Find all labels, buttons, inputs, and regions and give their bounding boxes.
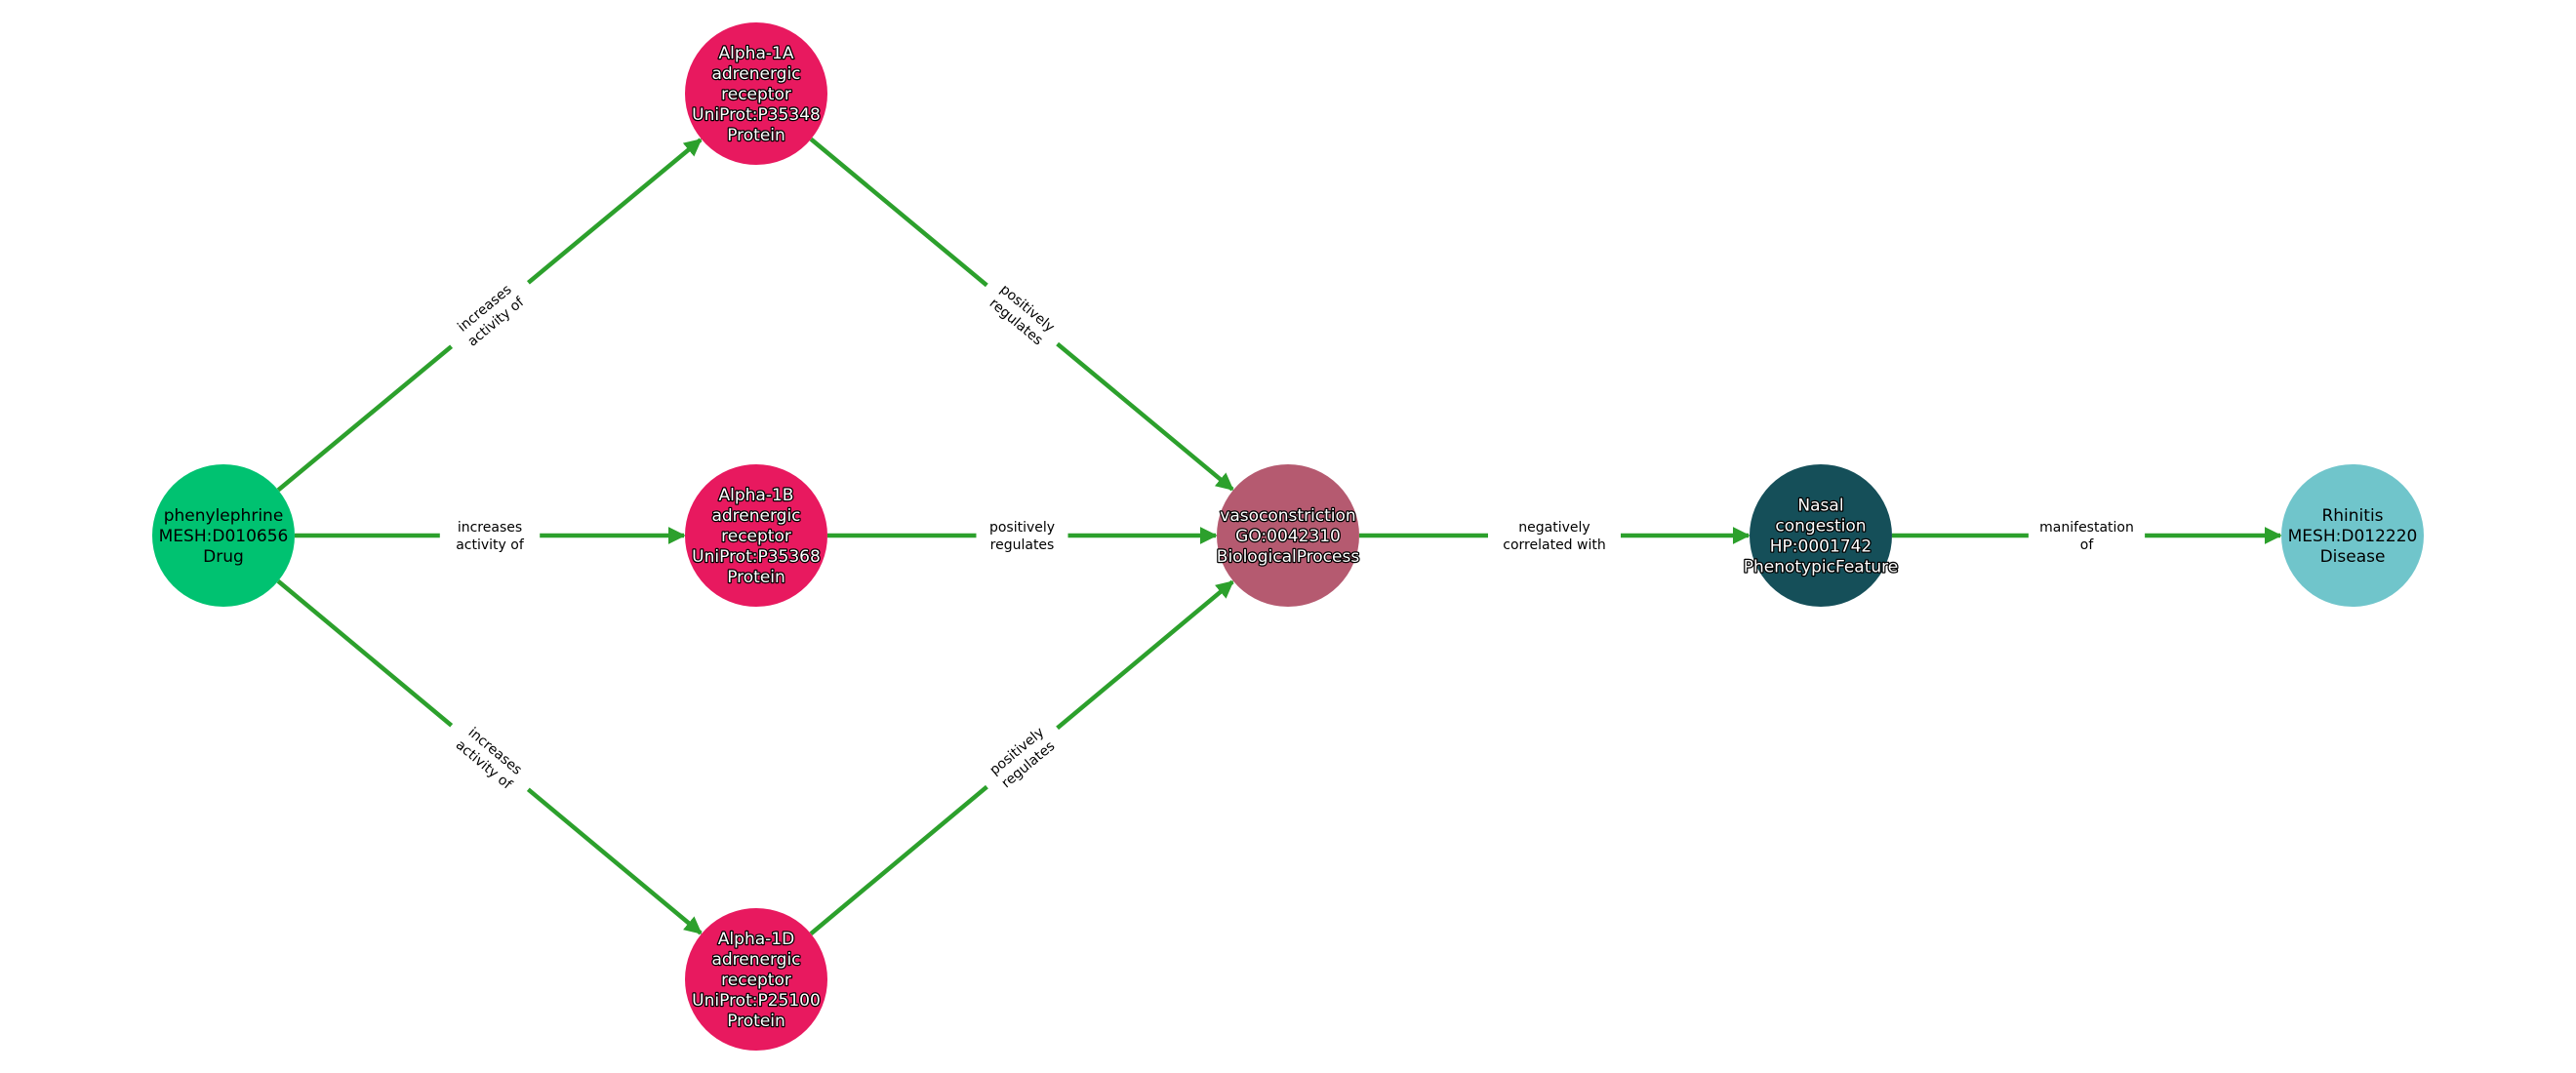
node-circle[interactable] [1217, 464, 1359, 607]
node-label-line: Alpha-1D [718, 930, 794, 949]
node-circle[interactable] [152, 464, 295, 607]
node-label-line: adrenergic [711, 506, 800, 526]
node-label-line: adrenergic [711, 64, 800, 84]
node-label-line: receptor [721, 527, 791, 546]
edge-label-line: activity of [456, 537, 525, 553]
node-label-line: UniProt:P25100 [692, 991, 821, 1011]
node-label-line: HP:0001742 [1770, 537, 1872, 557]
node-label-line: adrenergic [711, 950, 800, 970]
node-label-line: Disease [2320, 547, 2386, 567]
node-alpha-1d[interactable]: Alpha-1DadrenergicreceptorUniProt:P25100… [685, 908, 827, 1051]
node-label-line: Alpha-1A [719, 44, 794, 63]
node-circle[interactable] [685, 908, 827, 1051]
edge-label-line: correlated with [1503, 537, 1605, 553]
edge-label-line: increases [458, 520, 522, 536]
node-label-line: receptor [721, 85, 791, 104]
edge-label-line: of [2080, 537, 2095, 553]
node-label-line: UniProt:P35368 [692, 547, 821, 567]
node-label-line: UniProt:P35348 [692, 105, 821, 125]
node-label-line: Protein [727, 126, 785, 145]
node-label-line: Drug [203, 547, 244, 567]
node-label-line: Protein [727, 568, 785, 587]
node-nasal-congestion[interactable]: NasalcongestionHP:0001742PhenotypicFeatu… [1743, 464, 1900, 607]
node-vasoconstriction[interactable]: vasoconstrictionGO:0042310BiologicalProc… [1216, 464, 1361, 607]
node-label-line: PhenotypicFeature [1744, 558, 1899, 577]
edge-label-line: negatively [1518, 520, 1590, 536]
node-alpha-1b[interactable]: Alpha-1BadrenergicreceptorUniProt:P35368… [685, 464, 827, 607]
node-label-line: MESH:D012220 [2288, 527, 2418, 546]
node-label-line: Protein [727, 1012, 785, 1031]
node-label-line: MESH:D010656 [159, 527, 289, 546]
node-circle[interactable] [685, 22, 827, 165]
node-label-line: congestion [1775, 517, 1866, 536]
node-alpha-1a[interactable]: Alpha-1AadrenergicreceptorUniProt:P35348… [685, 22, 827, 165]
node-label-line: BiologicalProcess [1217, 547, 1360, 567]
node-circle[interactable] [685, 464, 827, 607]
node-label-line: receptor [721, 971, 791, 990]
node-label-line: phenylephrine [164, 506, 284, 526]
node-label-line: Nasal [1797, 497, 1843, 516]
edge-label-line: positively [989, 520, 1055, 536]
node-circle[interactable] [1750, 464, 1892, 607]
node-label-line: vasoconstriction [1220, 506, 1355, 526]
node-label-line: Rhinitis [2321, 506, 2383, 526]
node-label-line: Alpha-1B [719, 486, 794, 505]
edge-label-line: regulates [990, 537, 1055, 553]
node-label-line: GO:0042310 [1235, 527, 1341, 546]
node-circle[interactable] [2281, 464, 2424, 607]
edge-label-line: manifestation [2039, 520, 2134, 536]
